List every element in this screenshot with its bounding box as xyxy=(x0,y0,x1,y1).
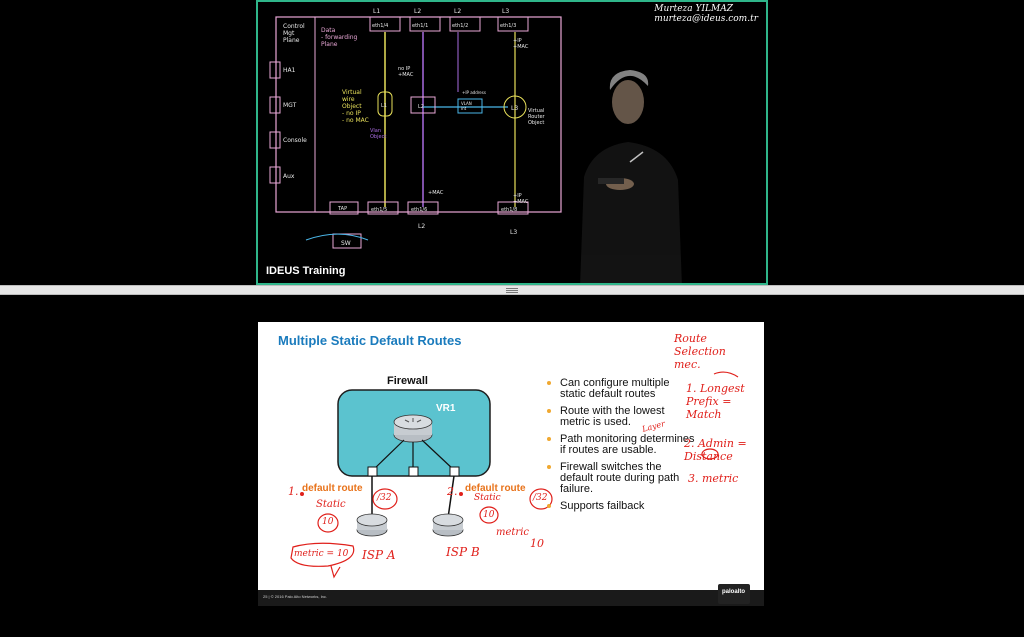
svg-text:L2: L2 xyxy=(418,223,425,230)
annotation-mask1: /32 xyxy=(377,493,392,503)
annotation-metric-bubble: metric = 10 xyxy=(294,549,349,559)
annotation-title: Route Selection mec. xyxy=(674,332,726,371)
svg-text:TAP: TAP xyxy=(337,206,347,212)
svg-text:eth1/8: eth1/8 xyxy=(501,207,517,213)
svg-text:Plane: Plane xyxy=(321,41,338,48)
svg-text:- no IP: - no IP xyxy=(342,110,361,117)
svg-text:L2: L2 xyxy=(414,8,421,15)
svg-text:wire: wire xyxy=(342,96,355,103)
svg-text:+MAC: +MAC xyxy=(513,199,529,205)
vr1-label: VR1 xyxy=(436,403,456,414)
svg-text:+MAC: +MAC xyxy=(428,190,444,196)
split-divider[interactable] xyxy=(0,285,1024,295)
annotation-metric-isp-val: 10 xyxy=(530,537,544,550)
svg-text:Object: Object xyxy=(528,120,544,126)
vr1-router-icon xyxy=(393,414,433,443)
svg-text:Virtual: Virtual xyxy=(342,89,362,96)
lightboard-drawing: Control Mgt Plane Data - forwarding Plan… xyxy=(269,8,682,283)
control-plane-label: Control xyxy=(283,23,305,30)
svg-text:Plane: Plane xyxy=(283,37,300,44)
paloalto-logo-icon: paloalto xyxy=(718,584,750,604)
annotation-ad2: 10 xyxy=(483,510,495,520)
svg-text:eth1/5: eth1/5 xyxy=(371,207,387,213)
list-item: Firewall switches the default route duri… xyxy=(547,462,697,495)
svg-text:L2: L2 xyxy=(418,104,424,110)
list-item: Route with the lowest metric is used. xyxy=(547,406,697,428)
annotation-metric-isp: metric xyxy=(496,527,529,538)
svg-text:HA1: HA1 xyxy=(283,67,296,74)
annotation-mask2: /32 xyxy=(533,493,548,503)
network-diagram xyxy=(290,371,739,579)
svg-text:L3: L3 xyxy=(510,229,517,236)
svg-text:MGT: MGT xyxy=(283,102,297,109)
svg-text:L3: L3 xyxy=(511,105,518,112)
svg-text:+IP: +IP xyxy=(513,193,522,199)
svg-text:VLAN: VLAN xyxy=(461,101,472,106)
list-item: Path monitoring determines if routes are… xyxy=(547,434,697,456)
footer-text: 25 | © 2016 Palo Alto Networks, Inc. xyxy=(263,594,328,599)
slide-pane[interactable]: Multiple Static Default Routes xyxy=(258,322,764,606)
svg-text:SW: SW xyxy=(341,240,351,247)
presenter xyxy=(580,70,682,283)
svg-text:L1: L1 xyxy=(373,8,380,15)
annotation-item3: 3. metric xyxy=(688,472,739,485)
slide-footer: 25 | © 2016 Palo Alto Networks, Inc. pal… xyxy=(258,584,764,606)
annotation-isp-b: ISP B xyxy=(446,545,480,559)
svg-text:Object: Object xyxy=(370,134,386,140)
list-item: Can configure multiple static default ro… xyxy=(547,378,697,400)
svg-text:Aux: Aux xyxy=(283,173,295,180)
svg-text:Object: Object xyxy=(342,103,362,110)
svg-text:eth1/2: eth1/2 xyxy=(452,23,468,29)
svg-text:+IP: +IP xyxy=(513,38,522,44)
route-a-label: default route xyxy=(302,483,363,494)
svg-text:no IP: no IP xyxy=(398,66,410,72)
slide-title: Multiple Static Default Routes xyxy=(278,333,462,348)
svg-text:+MAC: +MAC xyxy=(398,72,414,78)
svg-text:Vlan: Vlan xyxy=(370,128,381,134)
isp-a-router-icon xyxy=(356,513,388,537)
annotation-item1: 1. Longest Prefix = Match xyxy=(686,382,745,421)
drag-handle-icon[interactable] xyxy=(506,288,518,293)
svg-text:Data: Data xyxy=(321,27,336,34)
route-b-label: default route xyxy=(465,483,526,494)
annotation-static2: Static xyxy=(474,493,501,503)
bullet-list: Can configure multiple static default ro… xyxy=(547,378,697,518)
svg-text:- no MAC: - no MAC xyxy=(342,117,369,124)
annotation-item2: 2. Admin = Distance xyxy=(684,437,747,463)
annotation-static1: Static xyxy=(316,499,346,510)
svg-text:Console: Console xyxy=(283,137,307,144)
svg-text:L3: L3 xyxy=(502,8,509,15)
svg-text:eth1/4: eth1/4 xyxy=(372,23,388,29)
annotation-ad1: 10 xyxy=(322,517,334,527)
isp-b-router-icon xyxy=(432,513,464,537)
svg-text:eth1/1: eth1/1 xyxy=(412,23,428,29)
list-item: Supports failback xyxy=(547,501,697,512)
annotation-route2-num: 2. xyxy=(447,485,458,498)
svg-text:Router: Router xyxy=(528,114,546,120)
svg-text:+MAC: +MAC xyxy=(513,44,529,50)
svg-text:int: int xyxy=(461,106,467,111)
annotation-route1-num: 1. xyxy=(288,485,299,498)
annotation-isp-a: ISP A xyxy=(362,548,396,562)
svg-text:L2: L2 xyxy=(454,8,461,15)
video-pane[interactable]: Control Mgt Plane Data - forwarding Plan… xyxy=(256,0,768,285)
svg-text:Virtual: Virtual xyxy=(528,108,544,114)
svg-text:- forwarding: - forwarding xyxy=(321,34,358,41)
svg-text:L1: L1 xyxy=(381,103,387,109)
presenter-name: Murteza YILMAZ murteza@ideus.com.tr xyxy=(654,4,758,24)
svg-text:eth1/6: eth1/6 xyxy=(411,207,427,213)
svg-text:Mgt: Mgt xyxy=(283,30,295,37)
port-tabs xyxy=(269,61,281,184)
firewall-label: Firewall xyxy=(387,375,428,387)
channel-label: IDEUS Training xyxy=(266,265,346,277)
svg-text:+IP address: +IP address xyxy=(462,90,486,95)
svg-text:eth1/3: eth1/3 xyxy=(500,23,516,29)
